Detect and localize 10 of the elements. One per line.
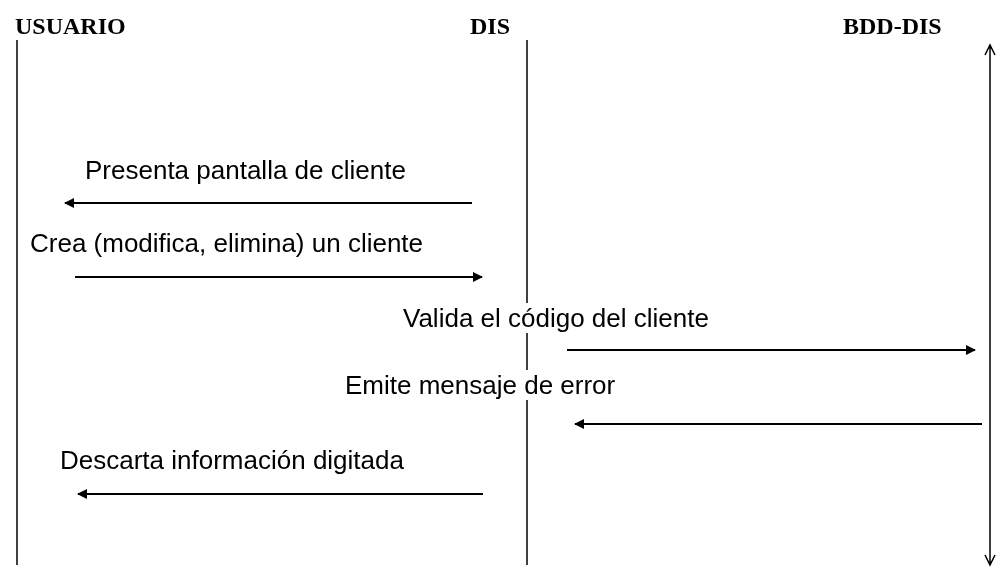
message-arrow xyxy=(574,419,983,429)
message-arrow xyxy=(77,489,484,499)
message-arrow xyxy=(74,272,483,282)
message-arrow xyxy=(566,345,976,355)
message-label: Emite mensaje de error xyxy=(345,370,616,400)
lifeline-header: BDD-DIS xyxy=(843,12,942,40)
message-label: Valida el código del cliente xyxy=(403,303,709,333)
lifeline-header: DIS xyxy=(470,12,511,40)
message-arrow xyxy=(64,198,473,208)
lifeline-header: USUARIO xyxy=(15,12,126,40)
